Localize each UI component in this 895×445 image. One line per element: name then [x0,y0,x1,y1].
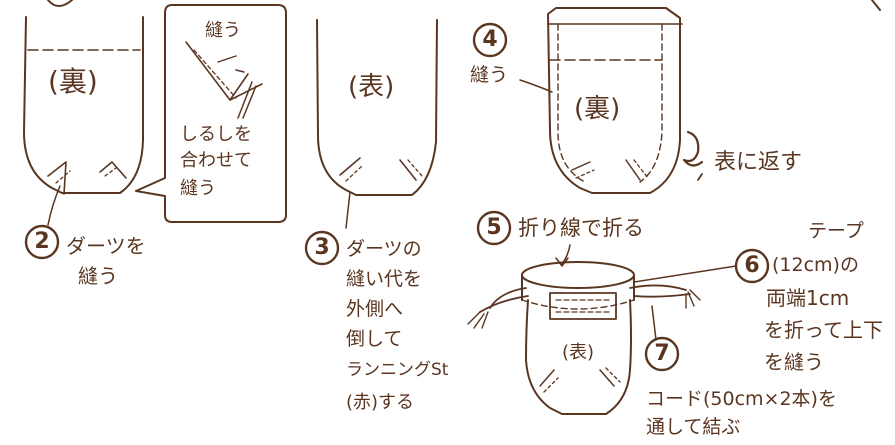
turn-over-text: 表に返す [714,150,803,175]
panel3-label: (表) [348,72,395,102]
step5-text: 折り線で折る [518,216,644,240]
inset-line2: 合わせて [180,150,252,171]
panel1-bag-shape [23,16,144,226]
step7-number: 7 [654,341,670,366]
step6-circle [734,248,770,284]
step6-line4: を折って上下 [764,318,883,342]
step4-label: (裏) [574,94,621,124]
step2-line1: ダーツを [66,234,146,258]
inset-line3: 縫う [180,178,216,199]
step7-circle [644,336,680,372]
step6-number: 6 [744,253,760,278]
finished-bag-shape [467,244,737,415]
step4-sew-label: 縫う [470,64,509,86]
step3-circle [304,230,340,266]
finished-bag-label: (表) [562,342,595,363]
step3-line5: ランニングSt [346,360,449,380]
inset-line1: しるしを [180,124,252,145]
step6-line1: テープ [808,220,864,242]
step1-marker-fragment [47,0,73,7]
step2-line2: 縫う [78,264,118,288]
panel4-bag-shape [519,7,683,194]
step3-line2: 縫い代を [346,268,423,290]
step4-number: 4 [482,27,498,52]
turn-arrow [682,130,704,167]
step2-circle [24,224,60,260]
step5-circle [476,210,512,246]
panel1-label: (裏) [48,65,98,98]
step6-line5: を縫う [764,350,824,374]
panel3-bag-shape [316,19,438,229]
step3-line6: (赤)する [346,392,415,413]
step4-circle [472,22,508,58]
step3-line4: 倒して [346,328,403,350]
step6-line3: 両端1cm [766,286,850,310]
step7-line1: コード(50cm×2本)を [646,388,837,410]
inset-sew-label: 縫う [205,20,241,41]
step7-line2: 通して結ぶ [646,416,741,438]
step3-line3: 外側へ [346,298,404,320]
step6-line2: (12cm)の [772,254,859,276]
step3-number: 3 [314,235,330,260]
step2-number: 2 [34,229,50,254]
step5-number: 5 [486,215,502,240]
dart-detail-inset [135,4,287,223]
arrow-fragment [871,0,881,11]
step3-line1: ダーツの [346,238,422,260]
